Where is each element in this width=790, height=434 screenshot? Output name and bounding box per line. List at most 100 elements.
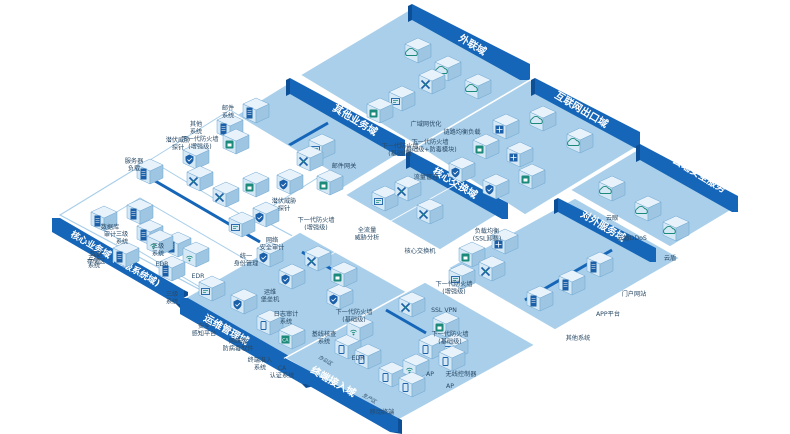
switch-device[interactable] (418, 68, 446, 95)
firewall-device[interactable] (330, 261, 358, 288)
threat-probe-device[interactable] (276, 168, 304, 195)
shield-device[interactable] (448, 156, 476, 183)
zone-core-exchange-banner (410, 151, 508, 219)
load-balancer-device[interactable] (506, 141, 534, 168)
device-label: AP (446, 383, 454, 390)
traffic-analysis-device[interactable] (371, 185, 399, 212)
device-label: 下一代防火墙(增强级) (435, 280, 472, 296)
device-label: 移动终端 (370, 408, 395, 416)
log-audit-icon (281, 274, 290, 285)
wan-optimizer-device[interactable] (388, 85, 416, 112)
bastion-device[interactable] (256, 241, 284, 268)
firewall-device[interactable] (458, 241, 486, 268)
device-label: 广域网优化 (411, 120, 442, 128)
device-label: 邮件网关 (332, 162, 357, 170)
device-label: 无线控制器 (446, 370, 478, 378)
devices-layer: CA广域网优化下一代防火墙(基础级)链路均衡负载下一代防火墙(基础级+防毒模块)… (87, 37, 690, 416)
cloud-device[interactable] (404, 37, 432, 64)
device-label: 负载均衡(SSL卸载) (473, 227, 502, 243)
identity-icon (231, 224, 240, 231)
server-device[interactable] (242, 97, 270, 124)
switch-icon (480, 266, 491, 277)
log-audit-device[interactable] (278, 263, 306, 290)
switch-device[interactable] (186, 165, 214, 192)
server-device[interactable] (112, 241, 140, 268)
firewall-device[interactable] (222, 128, 250, 155)
server-device[interactable] (586, 251, 614, 278)
switch-device[interactable] (478, 255, 506, 282)
server-device[interactable] (526, 285, 554, 312)
device-label: 下一代防火墙(基础级) (381, 142, 418, 158)
database-audit-device[interactable] (126, 198, 154, 225)
cloud-icon (465, 83, 478, 92)
load-balancer-icon (509, 153, 518, 162)
storage-icon (94, 215, 101, 227)
server-device[interactable] (136, 158, 164, 185)
device-label: 下一代防火墙(基础级) (335, 308, 372, 324)
cloud-device[interactable] (529, 105, 557, 132)
device-label: APP平台 (596, 310, 620, 318)
svg-text:CA: CA (282, 338, 289, 344)
shield-device[interactable] (482, 173, 510, 200)
switch-icon (214, 192, 225, 203)
switch-icon (306, 256, 317, 267)
switch-icon (418, 209, 429, 220)
cloud-device[interactable] (566, 127, 594, 154)
device-label: 其他系统 (566, 334, 591, 342)
switch-device[interactable] (212, 181, 240, 208)
switch-device[interactable] (416, 198, 444, 225)
device-label: EDR (192, 273, 206, 280)
server-device[interactable] (558, 269, 586, 296)
firewall-device[interactable] (316, 169, 344, 196)
cloud-shield-device[interactable] (662, 215, 690, 242)
threat-probe-device[interactable] (182, 143, 210, 170)
firewall-device[interactable] (472, 133, 500, 160)
server-device[interactable] (158, 255, 186, 282)
situation-awareness-device[interactable] (198, 275, 226, 302)
ap-device[interactable] (438, 345, 466, 372)
cloud-shield-icon (663, 225, 676, 234)
switch-device[interactable] (394, 175, 422, 202)
vpn-device[interactable] (448, 263, 476, 290)
storage-device[interactable] (90, 205, 118, 232)
edr-device[interactable] (182, 241, 210, 268)
identity-device[interactable] (228, 211, 256, 238)
zone-external: 外联域 (298, 4, 532, 147)
cloud-device[interactable] (464, 73, 492, 100)
cloud-icon (405, 47, 418, 56)
cloud-device[interactable] (634, 195, 662, 222)
device-label: 三级系统 (166, 290, 178, 306)
shield-device[interactable] (252, 201, 280, 228)
shield-icon (485, 184, 494, 195)
wifi-device[interactable] (402, 353, 430, 380)
edr-device[interactable] (146, 229, 174, 256)
load-balancer-device[interactable] (492, 113, 520, 140)
cloud-shield-device[interactable] (598, 175, 626, 202)
wan-optimizer-icon (391, 98, 400, 105)
ap-device[interactable] (418, 333, 446, 360)
switch-icon (188, 176, 199, 187)
cloud-icon (435, 65, 448, 74)
firewall-icon (461, 253, 470, 262)
firewall-device[interactable] (518, 163, 546, 190)
device-label: 三级系统 (152, 242, 164, 258)
switch-device[interactable] (304, 245, 332, 272)
antivirus-device[interactable] (230, 288, 258, 315)
firewall-device[interactable] (366, 97, 394, 124)
device-label: AP (426, 371, 434, 378)
switch-device[interactable] (296, 145, 324, 172)
firewall-device[interactable] (432, 311, 460, 338)
switch-device[interactable] (398, 291, 426, 318)
baseline-device[interactable] (326, 283, 354, 310)
zone-ops-management-banner (180, 298, 310, 384)
edr-device[interactable] (346, 315, 374, 342)
server-icon (116, 251, 123, 263)
pc-device[interactable] (354, 343, 382, 370)
ca-device[interactable]: CA (278, 323, 306, 350)
firewall-icon (521, 175, 530, 184)
threat-probe-icon (185, 154, 194, 165)
mobile-device[interactable] (398, 371, 426, 398)
load-balancer-device[interactable] (491, 228, 519, 255)
firewall-device[interactable] (242, 171, 270, 198)
